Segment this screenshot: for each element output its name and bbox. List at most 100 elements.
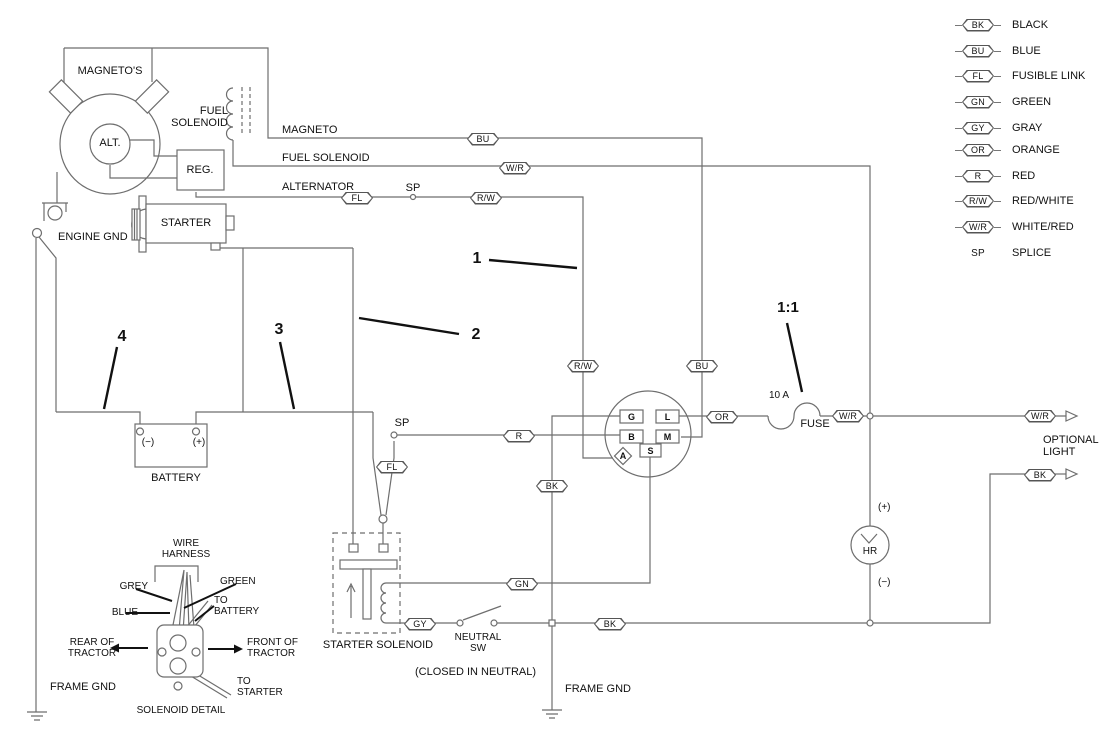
legend-tag-bu: BU	[948, 45, 1008, 58]
detail-bolt-left	[157, 647, 167, 657]
label-neutral-note: (CLOSED IN NEUTRAL)	[415, 666, 537, 678]
label-wire-harness: WIRE HARNESS	[161, 538, 211, 561]
starter-gear	[131, 208, 141, 241]
hour-meter-needle	[860, 533, 878, 544]
label-battery-pos: (+)	[192, 437, 206, 448]
callout-1: 1	[472, 250, 482, 267]
callout-leaders	[102, 258, 804, 410]
starter-tab	[225, 215, 235, 231]
legend-name-white-red: WHITE/RED	[1012, 221, 1074, 233]
legend-tag-gn: GN	[948, 96, 1008, 109]
wire-tag-or: OR	[706, 407, 738, 425]
splice-mid-dot	[390, 431, 398, 439]
terminal-s: S	[647, 445, 654, 456]
legend-row-fusible-link: FL FUSIBLE LINK	[948, 68, 1085, 84]
detail-bolt-bottom	[173, 681, 183, 691]
legend-tag-wr: W/R	[948, 221, 1008, 234]
terminal-g-box	[619, 409, 644, 424]
terminal-s-box	[639, 443, 662, 458]
leader-fuse-ratio	[785, 322, 804, 393]
alt-reg-link-1	[130, 139, 177, 157]
legend-tag-fl: FL	[948, 70, 1008, 83]
battery-neg-post	[135, 427, 145, 436]
detail-post-top	[169, 634, 187, 652]
wire-label-fuel-solenoid: FUEL SOLENOID	[282, 152, 370, 164]
legend-row-red-white: R/W RED/WHITE	[948, 193, 1074, 209]
wire-tag-gn: GN	[506, 574, 538, 592]
label-splice-mid: SP	[394, 417, 410, 429]
legend-name-red: RED	[1012, 170, 1036, 182]
label-green: GREEN	[220, 576, 256, 587]
label-alt: ALT.	[99, 137, 121, 149]
fuse-curve-down	[767, 415, 795, 430]
plunger-stem	[362, 568, 372, 620]
wires-layer	[27, 47, 1066, 721]
legend-tag-rw: R/W	[948, 195, 1008, 208]
terminal-a: A	[619, 451, 627, 461]
legend-tag-bk: BK	[948, 19, 1008, 32]
legend-row-gray: GY GRAY	[948, 120, 1042, 136]
engine-gnd-bracket	[42, 202, 68, 221]
legend-name-black: BLACK	[1012, 19, 1049, 31]
legend-name-green: GREEN	[1012, 96, 1052, 108]
wire-tag-r: R	[503, 426, 535, 444]
battery-neg-wire	[56, 411, 141, 429]
starter-solenoid-box	[332, 532, 401, 634]
leader-4	[102, 346, 119, 410]
legend-name-splice: SPLICE	[1012, 247, 1052, 259]
label-splice-top: SP	[405, 182, 421, 194]
leader-3	[278, 341, 296, 410]
leader-grey	[135, 588, 173, 602]
legend-tag-or: OR	[948, 144, 1008, 157]
rear-arrowhead	[110, 643, 119, 653]
fuel-solenoid-wire	[232, 140, 871, 526]
terminal-m: M	[663, 431, 672, 442]
fusible-link-left	[372, 412, 382, 516]
label-grey: GREY	[119, 581, 148, 592]
hour-meter-circle	[850, 525, 890, 565]
wire-tag-gy: GY	[404, 614, 436, 632]
splice-top-dot	[409, 193, 417, 201]
label-to-battery: TO BATTERY	[214, 595, 260, 618]
legend-row-blue: BU BLUE	[948, 43, 1041, 59]
engine-gnd-lug	[31, 227, 43, 239]
label-fuel-solenoid-device: FUEL SOLENOID	[171, 105, 228, 130]
callout-fuse-ratio: 1:1	[777, 299, 799, 316]
wire-tag-fl-alt: FL	[341, 188, 373, 206]
legend-name-red-white: RED/WHITE	[1012, 195, 1074, 207]
legend-row-white-red: W/R WHITE/RED	[948, 219, 1074, 235]
fusible-link-end	[378, 514, 388, 524]
gnd-bus-node	[866, 619, 874, 627]
label-reg: REG.	[186, 164, 214, 176]
legend-row-orange: OR ORANGE	[948, 142, 1060, 158]
ground-bus-wire	[497, 473, 1026, 624]
starter-terminal	[210, 242, 221, 251]
leader-to-battery	[194, 605, 215, 622]
gnd-junction	[548, 619, 556, 627]
label-blue: BLUE	[111, 607, 138, 618]
label-frame-gnd-left: FRAME GND	[50, 681, 116, 693]
wire-tag-bu-magneto: BU	[467, 129, 499, 147]
legend-row-black: BK BLACK	[948, 17, 1048, 33]
ignition-switch-circle	[604, 390, 692, 478]
legend-row-green: GN GREEN	[948, 94, 1051, 110]
legend-row-red: R RED	[948, 168, 1035, 184]
wire-tag-rw-switch: R/W	[567, 356, 599, 374]
wire-tag-bk-gnd: BK	[594, 614, 626, 632]
legend-tag-sp: SP	[948, 247, 1008, 260]
alt-reg-link-2	[109, 165, 177, 179]
front-arrowhead	[234, 644, 243, 654]
callout-3: 3	[274, 321, 284, 338]
terminal-b: B	[628, 431, 635, 442]
detail-arrowheads	[110, 643, 243, 654]
label-rear: REAR OF TRACTOR	[67, 637, 117, 660]
wire-tag-wr-fuelsol: W/R	[499, 158, 531, 176]
wire-tag-bk-light: BK	[1024, 465, 1056, 483]
wire-tag-wr-fuse: W/R	[832, 406, 864, 424]
callout-2: 2	[471, 326, 481, 343]
legend-name-fusible-link: FUSIBLE LINK	[1012, 70, 1086, 82]
magneto-coil-left	[48, 79, 84, 114]
harness-bracket	[154, 565, 199, 582]
alternator-wire	[195, 192, 613, 459]
